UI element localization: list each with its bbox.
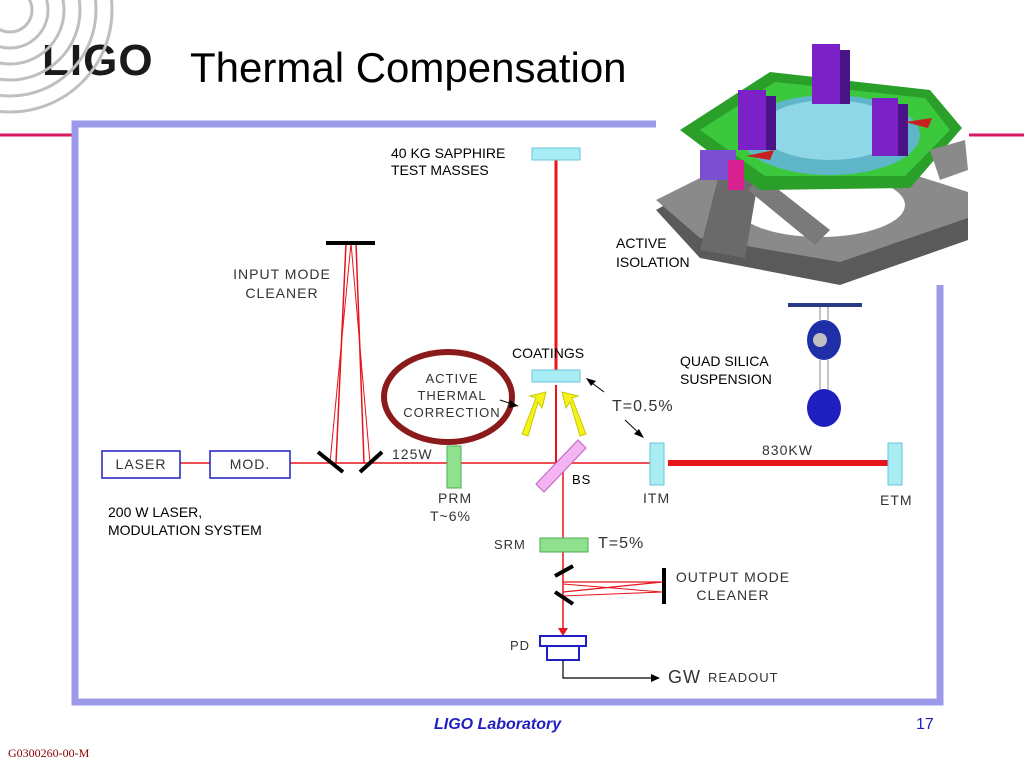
coatings-label: COATINGS [512, 345, 585, 361]
etm-label: ETM [880, 492, 913, 508]
itm-transmission-label: T=0.5% [612, 398, 674, 415]
itm-optic [649, 442, 665, 486]
suspension-mass-lower [807, 389, 841, 427]
footer-lab-name: LIGO Laboratory [434, 716, 562, 733]
srm-transmission-label: T=5% [598, 535, 645, 552]
readout-line [562, 660, 655, 679]
mod-box [209, 450, 291, 479]
bs-label: BS [572, 472, 592, 487]
coatings-optic [531, 369, 581, 383]
srm-label: SRM [494, 537, 526, 552]
beam-splitter [535, 439, 587, 493]
test-mass-top [531, 147, 581, 161]
thermal-correction-label: ACTIVE THERMAL CORRECTION [403, 371, 501, 420]
logo-arcs-icon [0, 0, 114, 114]
slide-title: Thermal Compensation [190, 44, 627, 91]
prm-label: PRM [438, 490, 473, 506]
thermal-correction-circle [381, 349, 515, 445]
prm-transmission-label: T~6% [430, 508, 471, 524]
laser-label: LASER [115, 456, 167, 472]
page-number: 17 [916, 716, 934, 733]
itm-label: ITM [643, 490, 671, 506]
isolation-platform-image [656, 30, 969, 285]
prm-optic [446, 445, 462, 489]
etm-optic [887, 442, 903, 486]
laser-system-label: 200 W LASER,MODULATION SYSTEM [108, 504, 262, 538]
readout-label: READOUT [708, 670, 779, 685]
mod-label: MOD. [229, 456, 271, 472]
document-id: G0300260-00-M [8, 746, 90, 760]
gw-label: GW [668, 667, 701, 687]
srm-optic [539, 537, 589, 553]
power-125w-label: 125W [392, 446, 433, 462]
pd-label: PD [510, 638, 531, 653]
power-830kw-label: 830KW [762, 442, 813, 458]
laser-box [101, 450, 181, 479]
heating-arrows [521, 391, 587, 437]
